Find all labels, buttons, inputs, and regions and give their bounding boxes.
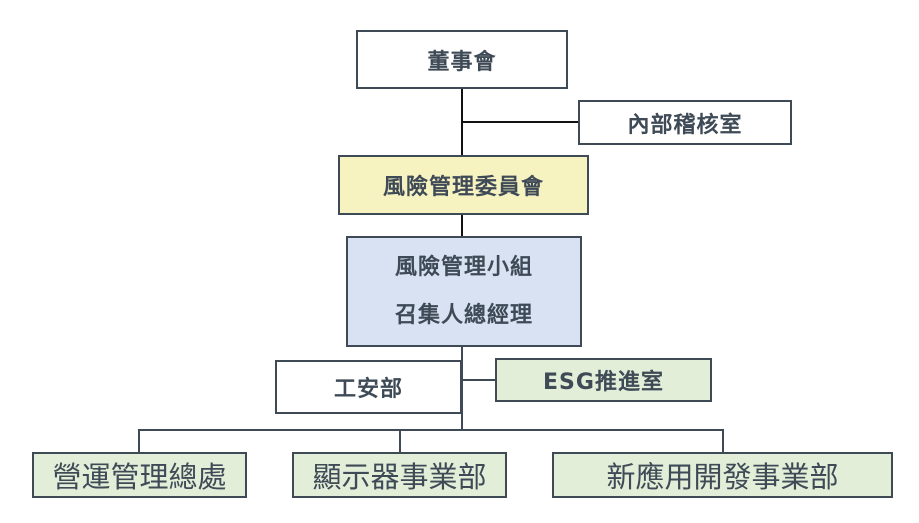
connector-internal-audit — [461, 121, 578, 123]
node-internal-audit: 內部稽核室 — [578, 100, 792, 145]
connector-unit-2 — [399, 429, 401, 452]
node-business-unit-new-applications: 新應用開發事業部 — [552, 452, 893, 498]
node-safety-dept-label: 工安部 — [333, 377, 403, 402]
node-business-unit-display: 顯示器事業部 — [292, 452, 507, 498]
node-risk-team-line1: 風險管理小組 — [394, 254, 533, 280]
node-risk-committee-label: 風險管理委員會 — [382, 175, 544, 200]
node-business-unit-operations-label: 營運管理總處 — [52, 460, 227, 494]
connector-esg-office — [462, 379, 495, 381]
node-risk-team: 風險管理小組 召集人總經理 — [346, 236, 582, 347]
node-business-unit-new-applications-label: 新應用開發事業部 — [606, 460, 839, 494]
connector-safety-dept — [462, 386, 463, 388]
node-business-unit-operations: 營運管理總處 — [32, 452, 247, 498]
node-safety-dept: 工安部 — [275, 360, 462, 414]
node-risk-team-line2: 召集人總經理 — [394, 302, 533, 328]
connector-team-trunk — [461, 347, 463, 431]
node-esg-office-label: ESG推進室 — [543, 370, 664, 395]
node-internal-audit-label: 內部稽核室 — [627, 112, 743, 138]
node-board: 董事會 — [356, 30, 568, 89]
connector-committee-team — [461, 215, 463, 236]
connector-units-horizontal — [138, 429, 724, 431]
node-esg-office: ESG推進室 — [495, 358, 712, 402]
node-risk-committee: 風險管理委員會 — [338, 155, 589, 215]
node-board-label: 董事會 — [427, 49, 497, 75]
node-business-unit-display-label: 顯示器事業部 — [312, 460, 487, 494]
connector-unit-3 — [722, 429, 724, 452]
connector-unit-1 — [138, 429, 140, 452]
